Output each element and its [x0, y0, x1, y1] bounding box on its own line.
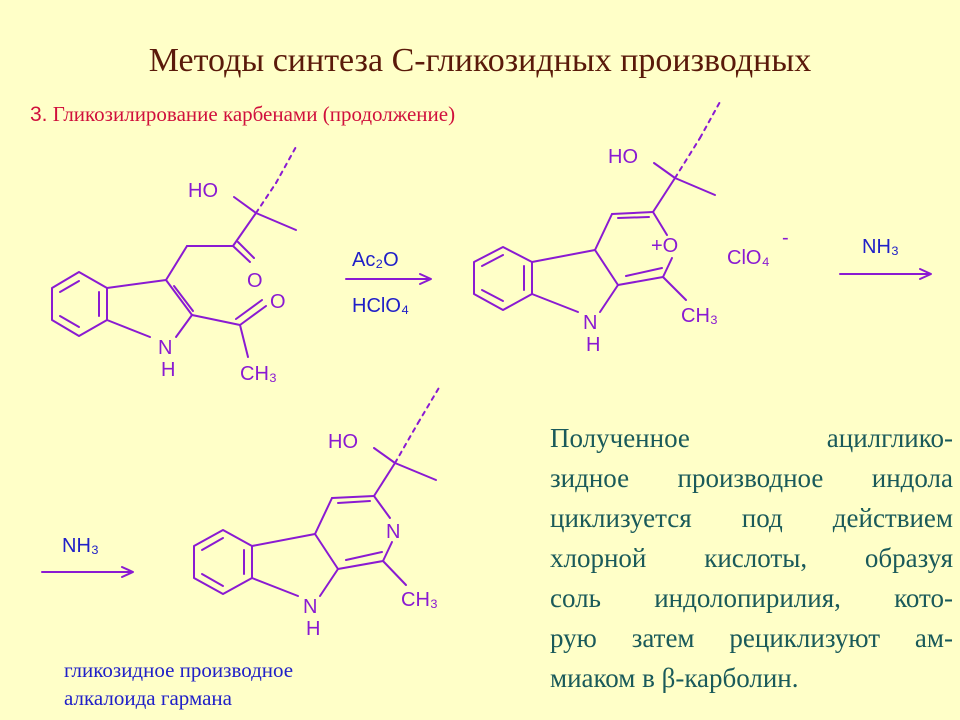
m2-nitrogen-label: N: [583, 312, 597, 334]
m2-oxonium-label: +O: [651, 235, 678, 257]
m2-hydroxyl-label: HO: [608, 146, 638, 168]
molecule-1-bonds: [51, 144, 298, 358]
explanation-line-1: Полученное ацилглико-: [550, 423, 953, 453]
page-title: Методы синтеза С-гликозидных производных: [148, 42, 812, 79]
m1-nitrogen-label: N: [158, 337, 172, 359]
arrow-3: [41, 566, 134, 578]
m2-perchlorate-label: ClO₄: [727, 247, 770, 269]
arrow-1: [345, 273, 432, 285]
explanation-line-2: зидное производное индола: [550, 463, 953, 493]
m1-ketone-oxygen-label: O: [247, 270, 263, 292]
caption-line-2: алкалоида гармана: [64, 686, 232, 710]
caption-line-1: гликозидное производное: [64, 658, 294, 682]
section-number: 3.: [30, 103, 48, 126]
m3-nitrogen-label: N: [303, 596, 317, 618]
explanation-line-4: хлорной кислоты, образуя: [550, 543, 953, 573]
m3-nh-hydrogen-label: H: [306, 618, 320, 640]
arrow-2: [839, 268, 932, 280]
section-subtitle: 3. Гликозилирование карбенами (продолжен…: [30, 102, 455, 127]
molecule-3-bonds: [193, 385, 441, 597]
m1-nh-hydrogen-label: H: [161, 359, 175, 381]
m2-nh-hydrogen-label: H: [586, 334, 600, 356]
m1-acetyl-oxygen-label: O: [270, 291, 286, 313]
reagent-ammonia-1: NH₃: [862, 236, 899, 258]
m1-hydroxyl-label: HO: [188, 180, 218, 202]
m3-hydroxyl-label: HO: [328, 431, 358, 453]
m2-methyl-label: CH₃: [681, 305, 718, 327]
reagent-ammonia-2: NH₃: [62, 535, 99, 557]
molecule-2-bonds: [473, 99, 722, 313]
explanation-line-5: соль индолопирилия, кото-: [550, 583, 953, 613]
explanation-line-6: рую затем рециклизуют ам-: [550, 623, 953, 653]
product-caption: гликозидное производное алкалоида гарман…: [64, 656, 293, 712]
explanation-line-7: миаком в β-карболин.: [550, 663, 799, 693]
explanation-text: Полученное ацилглико- зидное производное…: [550, 418, 953, 698]
reagent-perchloric-acid: HClO₄: [352, 295, 409, 317]
section-subtitle-text: Гликозилирование карбенами (продолжение): [52, 102, 456, 126]
m3-methyl-label: CH₃: [401, 589, 438, 611]
explanation-line-3: циклизуется под действием: [550, 503, 953, 533]
m3-pyridine-nitrogen-label: N: [386, 521, 400, 543]
m1-methyl-label: CH₃: [240, 363, 277, 385]
m2-perchlorate-charge: -: [782, 227, 789, 249]
reagent-acetic-anhydride: Ac₂O: [352, 249, 399, 271]
